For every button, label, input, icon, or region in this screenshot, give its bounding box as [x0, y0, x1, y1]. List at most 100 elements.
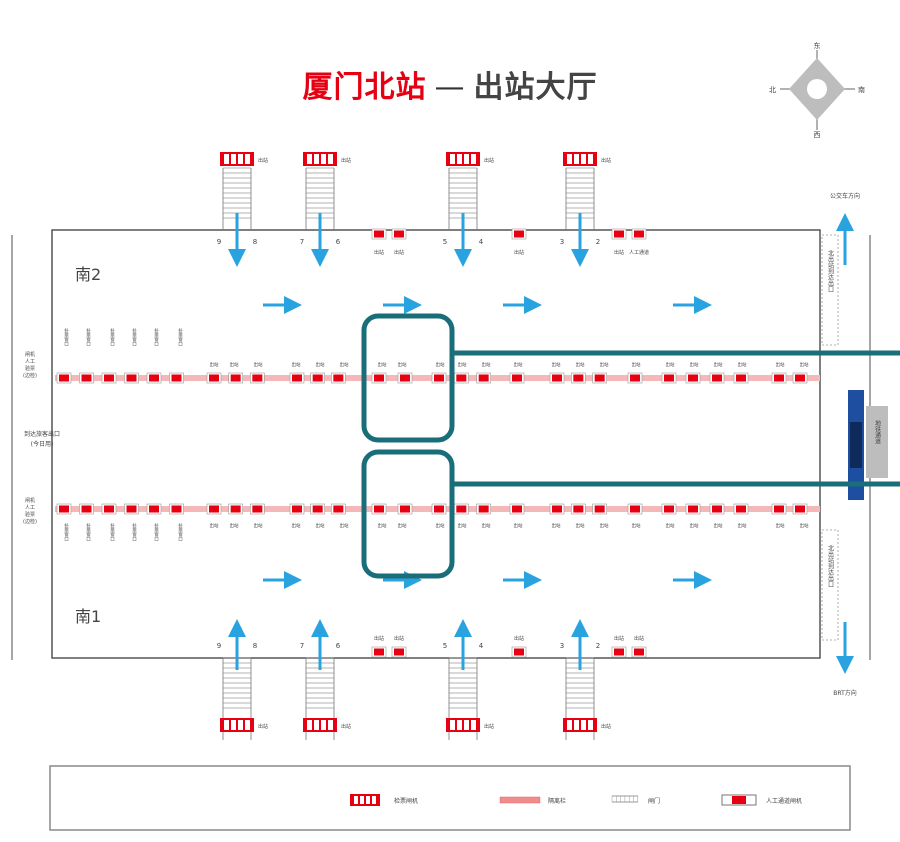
row-gate-label: 出站	[482, 361, 491, 368]
row-gate-icon	[431, 372, 447, 384]
title-hall: 出站大厅	[473, 70, 598, 105]
row-gate-label: 出站	[714, 361, 723, 368]
bus-direction-label: 公交车方向	[830, 192, 860, 200]
row-gate-label: 出站	[632, 361, 641, 368]
stair-number: 6	[336, 642, 341, 650]
legend-label: 隔离栏	[548, 797, 566, 805]
row-gate-icon	[206, 503, 222, 515]
wall-gate-label: 出站	[514, 635, 524, 642]
wall-gate-icon	[391, 646, 407, 658]
wall-gate-label: 出站	[374, 249, 384, 256]
row-gate-icon	[101, 503, 117, 515]
row-gate-label: 出站	[378, 361, 387, 368]
stair-number: 5	[443, 238, 447, 246]
row-gate-label: 出站	[600, 361, 609, 368]
stair-number: 8	[253, 238, 257, 246]
legend-label: 人工通道闸机	[766, 797, 802, 805]
ticket-window-label: 补票窗口	[154, 522, 159, 543]
legend-manual-gate-icon	[721, 794, 757, 806]
stair-gate-label: 出站	[484, 157, 494, 164]
ticket-window-label: 补票窗口	[110, 522, 115, 543]
row-gate-icon	[146, 372, 162, 384]
wall-gate-label: 人工通道	[629, 249, 649, 256]
wall-gate-icon	[391, 228, 407, 240]
row-gate-label: 出站	[292, 522, 301, 529]
row-gate-icon	[250, 503, 265, 515]
wall-gate-icon	[611, 228, 627, 240]
legend: 检票闸机 隔离栏 闸门 人工通道闸机	[49, 765, 851, 831]
legend-gate-group-icon	[350, 794, 380, 806]
legend-item: 隔离栏	[499, 796, 566, 805]
title-separator: —	[434, 70, 466, 105]
row-gate-icon	[56, 372, 72, 384]
stair-number: 8	[253, 642, 257, 650]
row-gate-icon	[206, 372, 222, 384]
row-gate-icon	[331, 372, 346, 384]
row-gate-label: 出站	[738, 522, 747, 529]
row-gate-label: 出站	[398, 522, 407, 529]
row-gate-label: 出站	[482, 522, 491, 529]
row-gate-label: 出站	[316, 361, 325, 368]
row-gate-icon	[661, 503, 677, 515]
stair-gate-icon	[446, 718, 480, 732]
stair-number: 6	[336, 238, 341, 246]
row-gate-icon	[250, 372, 265, 384]
legend-label: 闸门	[648, 797, 660, 805]
row-gate-icon	[331, 503, 346, 515]
wall-gate-label: 出站	[394, 635, 404, 642]
row-gate-icon	[124, 503, 139, 515]
row-gate-icon	[310, 503, 325, 515]
row-gate-icon	[371, 503, 387, 515]
row-gate-icon	[454, 372, 469, 384]
ticket-window-label: 补票窗口	[64, 522, 69, 543]
row-gate-label: 出站	[576, 522, 585, 529]
stair-number: 5	[443, 642, 447, 650]
row-gate-label: 出站	[514, 361, 523, 368]
compass: 东 西 北 南	[769, 41, 865, 139]
stair-gate-label: 出站	[601, 157, 611, 164]
row-gate-label: 出站	[436, 361, 445, 368]
legend-label: 检票闸机	[394, 797, 418, 805]
stair-gate-icon	[220, 718, 254, 732]
stair-gate-icon	[220, 152, 254, 166]
legend-item: 人工通道闸机	[721, 794, 802, 806]
legend-item: 闸门	[611, 795, 660, 805]
row-gate-label: 出站	[210, 522, 219, 529]
row-gate-label: 出站	[398, 361, 407, 368]
row-gate-icon	[228, 372, 243, 384]
wall-gate-icon	[631, 646, 647, 658]
stair-gate-icon	[563, 718, 597, 732]
stair-gate-label: 出站	[258, 723, 268, 730]
wall-gate-icon	[371, 646, 387, 658]
row-gate-icon	[371, 372, 387, 384]
row-gate-icon	[571, 503, 586, 515]
ticket-window-label: 补票窗口	[86, 327, 91, 348]
left-label-middle: 到达旅客出口(今日用)	[24, 430, 60, 448]
left-label-upper: 闸机人工验票(边检)	[23, 351, 37, 379]
row-gate-label: 出站	[666, 522, 675, 529]
row-gate-icon	[397, 372, 413, 384]
wall-gate-icon	[611, 646, 627, 658]
row-gate-icon	[685, 372, 701, 384]
row-gate-icon	[592, 372, 607, 384]
row-gate-icon	[771, 503, 787, 515]
stair-number: 3	[560, 642, 564, 650]
stair-number: 4	[479, 642, 484, 650]
row-gate-icon	[476, 372, 491, 384]
row-gate-label: 出站	[378, 522, 387, 529]
row-gate-label: 出站	[552, 522, 561, 529]
row-gate-label: 出站	[254, 361, 263, 368]
row-gate-icon	[397, 503, 413, 515]
hall-label-south1: 南1	[75, 607, 101, 626]
stair-number: 3	[560, 238, 564, 246]
row-gate-label: 出站	[458, 361, 467, 368]
stair-gate-label: 出站	[601, 723, 611, 730]
gate-rows: 出站出站出站出站出站出站出站出站出站出站出站出站出站出站出站出站出站出站出站出站…	[55, 327, 820, 542]
stair-number: 4	[479, 238, 484, 246]
row-gate-label: 出站	[316, 522, 325, 529]
wall-gate-label: 出站	[614, 249, 624, 256]
row-gate-label: 出站	[800, 361, 809, 368]
wall-gate-label: 出站	[634, 635, 644, 642]
